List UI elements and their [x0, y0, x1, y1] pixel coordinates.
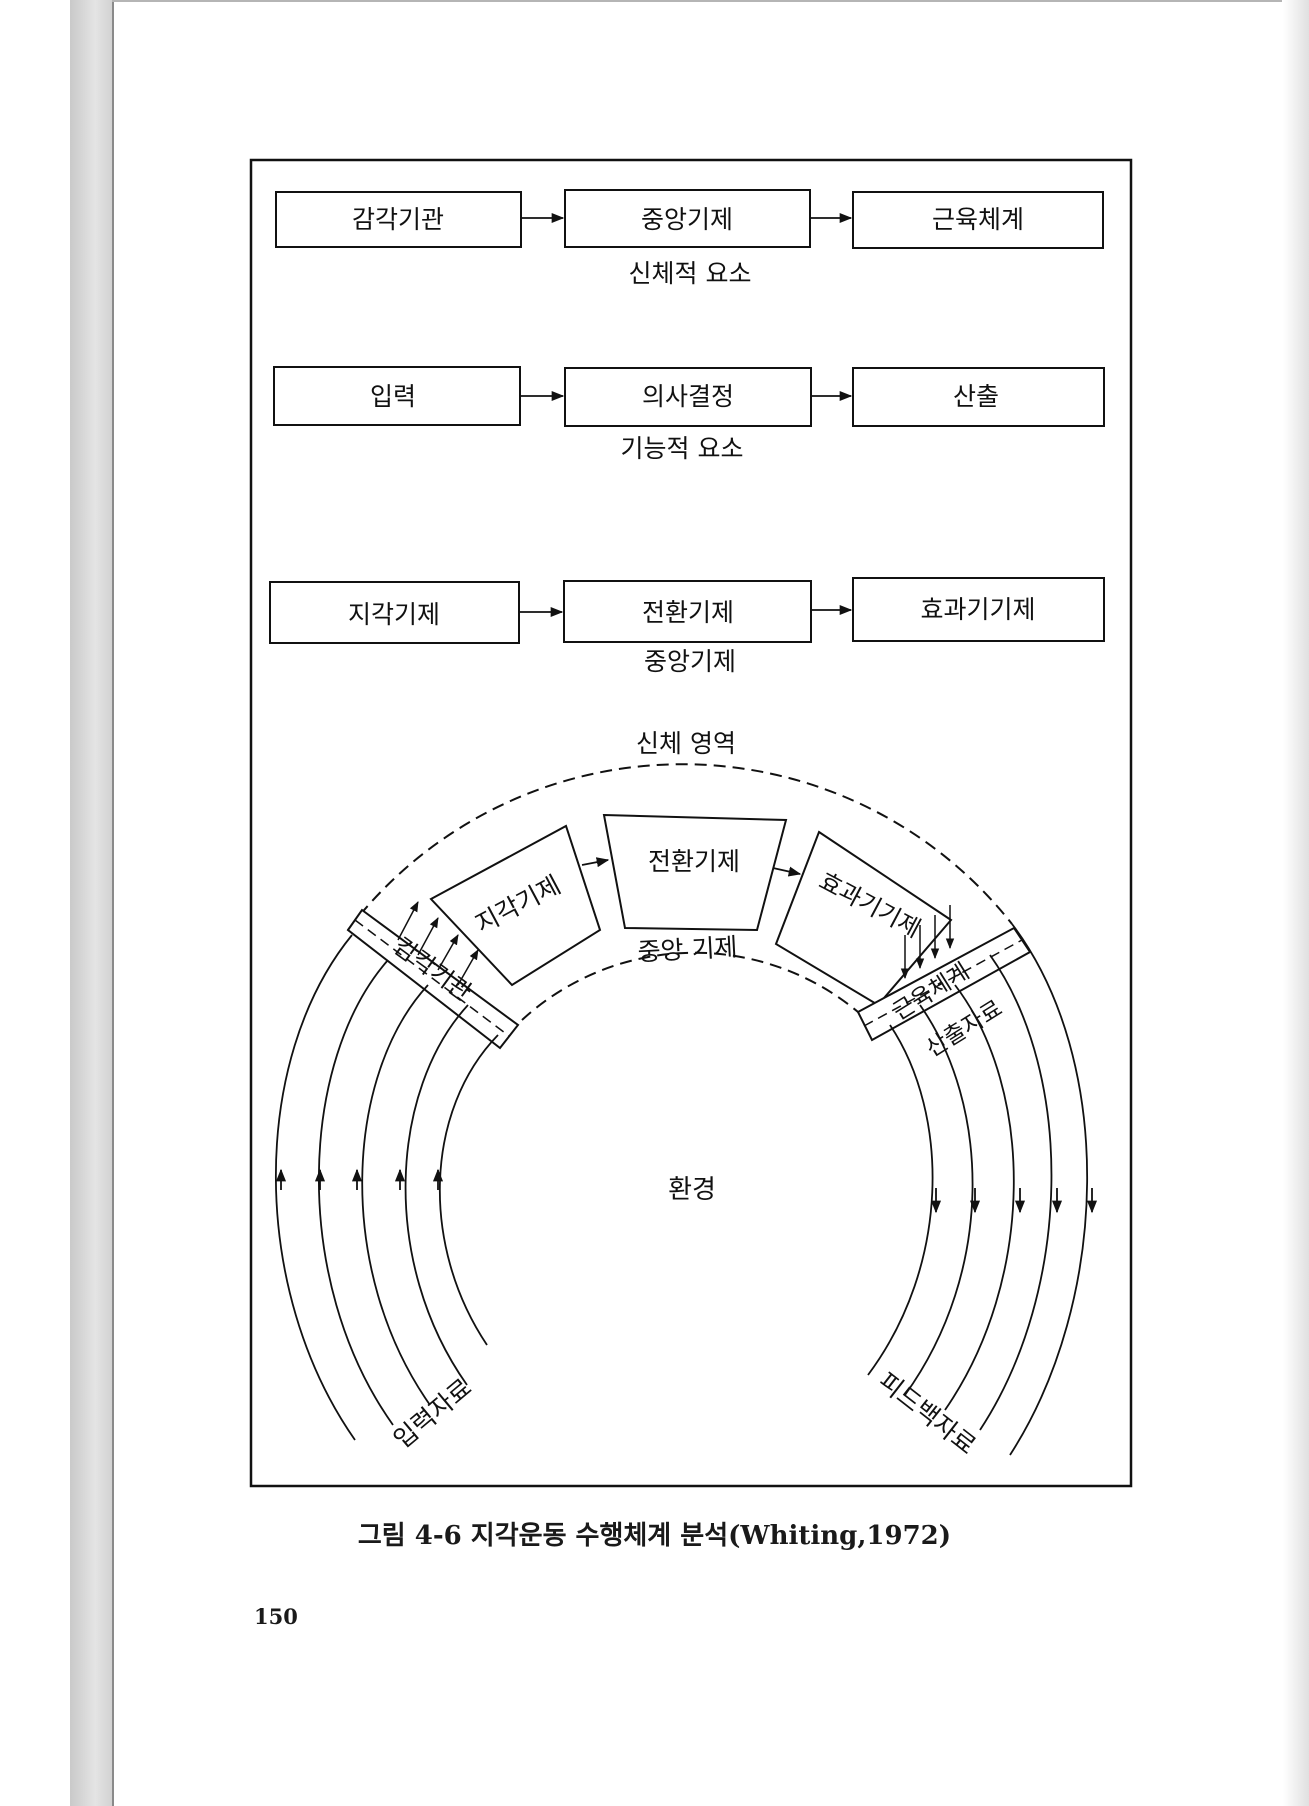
box-text-1-2: 중앙기제 [641, 205, 733, 234]
row-label-functional: 기능적 요소 [621, 434, 744, 463]
box-text-1-3: 근육체계 [932, 205, 1024, 234]
box-text-1-1: 감각기관 [352, 205, 444, 234]
box-output [852, 367, 1105, 427]
sensory-arrow-1 [397, 901, 419, 941]
box-text-3-2: 전환기제 [642, 598, 734, 627]
box-text-3-1: 지각기제 [348, 600, 440, 629]
box-decision [564, 367, 812, 427]
page-top-edge [112, 0, 1282, 2]
segment-perceptual [429, 824, 602, 987]
feedback-arc-1 [1009, 923, 1089, 1456]
page-number: 150 [254, 1604, 298, 1629]
box-text-2-3: 산출 [953, 382, 999, 411]
feedback-arc-5 [867, 1024, 934, 1376]
input-arc-4 [404, 1004, 469, 1386]
arrow-seg-2 [772, 866, 802, 877]
circular-diagram: 신체 영역 중앙 기제 지각기제 전환기제 효과기기제 감각기관 근육체계 산출… [274, 729, 1098, 1460]
sensory-arrow-4 [457, 949, 479, 986]
central-inner-label: 중앙 기제 [637, 932, 738, 966]
arrow-seg-1 [581, 857, 610, 868]
feedback-arc-2 [979, 954, 1053, 1431]
input-arc-2 [317, 959, 394, 1426]
book-spine [70, 0, 112, 1806]
figure-frame [249, 158, 1133, 1488]
sensory-arrow-3 [437, 934, 459, 971]
input-arc-1 [274, 934, 356, 1441]
box-sensory-organs [275, 191, 522, 248]
box-effector [852, 577, 1105, 642]
box-text-2-1: 입력 [370, 382, 416, 411]
page-right-shadow [1283, 0, 1309, 1806]
body-domain-arc [347, 763, 1013, 931]
input-data-label: 입력자료 [388, 1373, 477, 1454]
row-label-physical: 신체적 요소 [629, 259, 752, 288]
row-functional-components: 입력 의사결정 산출 기능적 요소 [273, 366, 1105, 463]
input-arc-3 [361, 984, 431, 1406]
box-translatory [563, 580, 812, 643]
segment-translatory [602, 813, 788, 932]
feedback-data-label: 피드백자료 [873, 1366, 981, 1460]
band-sensory-dashes [354, 919, 510, 1037]
box-muscle-system [852, 191, 1104, 249]
input-arc-5 [438, 1034, 499, 1346]
body-domain-label: 신체 영역 [636, 729, 736, 758]
spine-edge [112, 0, 114, 1806]
central-inner-arc [521, 951, 859, 1021]
environment-label: 환경 [668, 1175, 716, 1205]
feedback-arc-4 [904, 1004, 974, 1396]
band-muscle-dashes [863, 939, 1023, 1027]
row-label-central: 중앙기제 [644, 647, 736, 676]
row-physical-components: 감각기관 중앙기제 근육체계 신체적 요소 [275, 189, 1104, 288]
row-central-mechanism: 지각기제 전환기제 효과기기제 중앙기제 [269, 577, 1105, 676]
box-text-2-2: 의사결정 [642, 382, 734, 411]
box-text-3-3: 효과기기제 [920, 595, 1035, 624]
figure-caption: 그림 4-6 지각운동 수행체계 분석(Whiting,1972) [357, 1521, 952, 1551]
segment-translatory-label: 전환기제 [648, 847, 740, 876]
feedback-arc-3 [944, 984, 1015, 1411]
sensory-arrow-2 [417, 917, 439, 956]
